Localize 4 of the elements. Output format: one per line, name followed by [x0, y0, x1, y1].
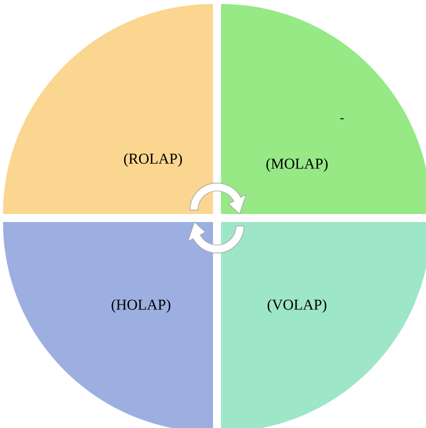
quadrant-sector: (HOLAP)	[3, 222, 213, 428]
quadrant-sector: (VOLAP)	[221, 222, 426, 428]
dash-mark: -	[340, 118, 344, 120]
quadrant-sector: (ROLAP)	[3, 4, 213, 214]
